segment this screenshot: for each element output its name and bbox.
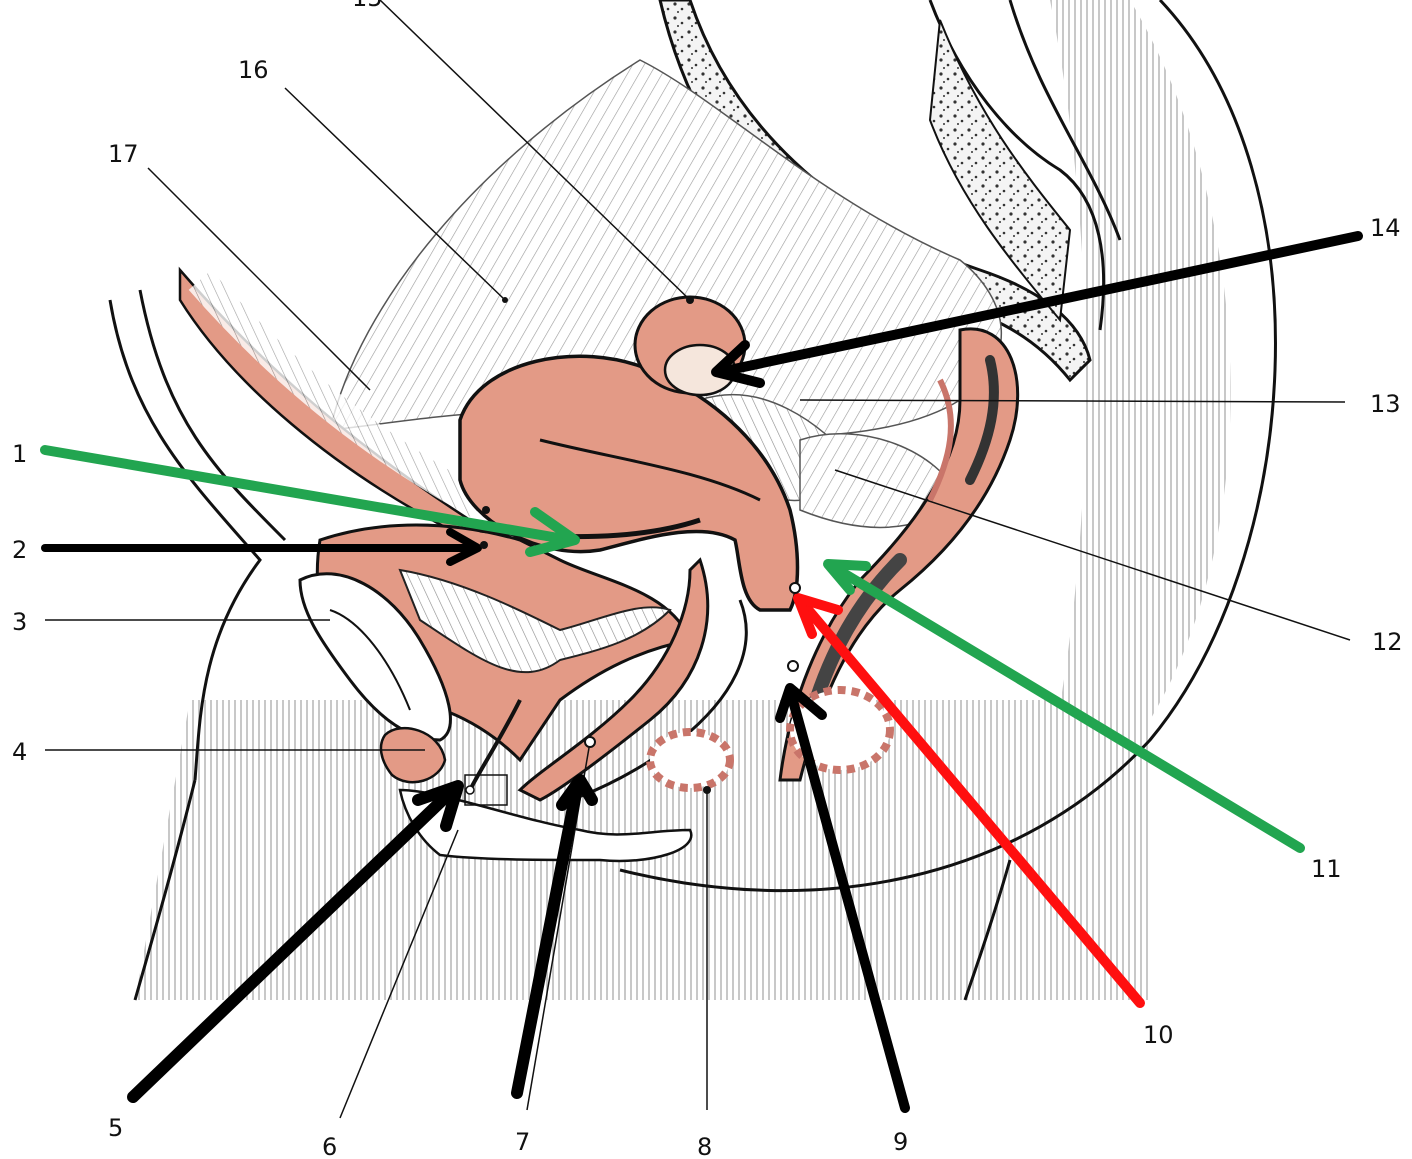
label-11: 11 [1311,855,1342,883]
label-9: 9 [893,1128,908,1156]
label-1: 1 [12,440,27,468]
label-13: 13 [1370,390,1401,418]
label-17: 17 [108,140,139,168]
perineal-body [650,732,730,788]
label-4: 4 [12,738,27,766]
label-7: 7 [515,1128,530,1156]
label-2: 2 [12,536,27,564]
label-5: 5 [108,1114,123,1142]
label-15: 15 [352,0,383,12]
label-6: 6 [322,1133,337,1159]
label-8: 8 [697,1133,712,1159]
label-16: 16 [238,56,269,84]
label-14: 14 [1370,214,1401,242]
ovary-group [635,297,745,395]
label-10: 10 [1143,1021,1174,1049]
label-3: 3 [12,608,27,636]
label-12: 12 [1372,628,1403,656]
